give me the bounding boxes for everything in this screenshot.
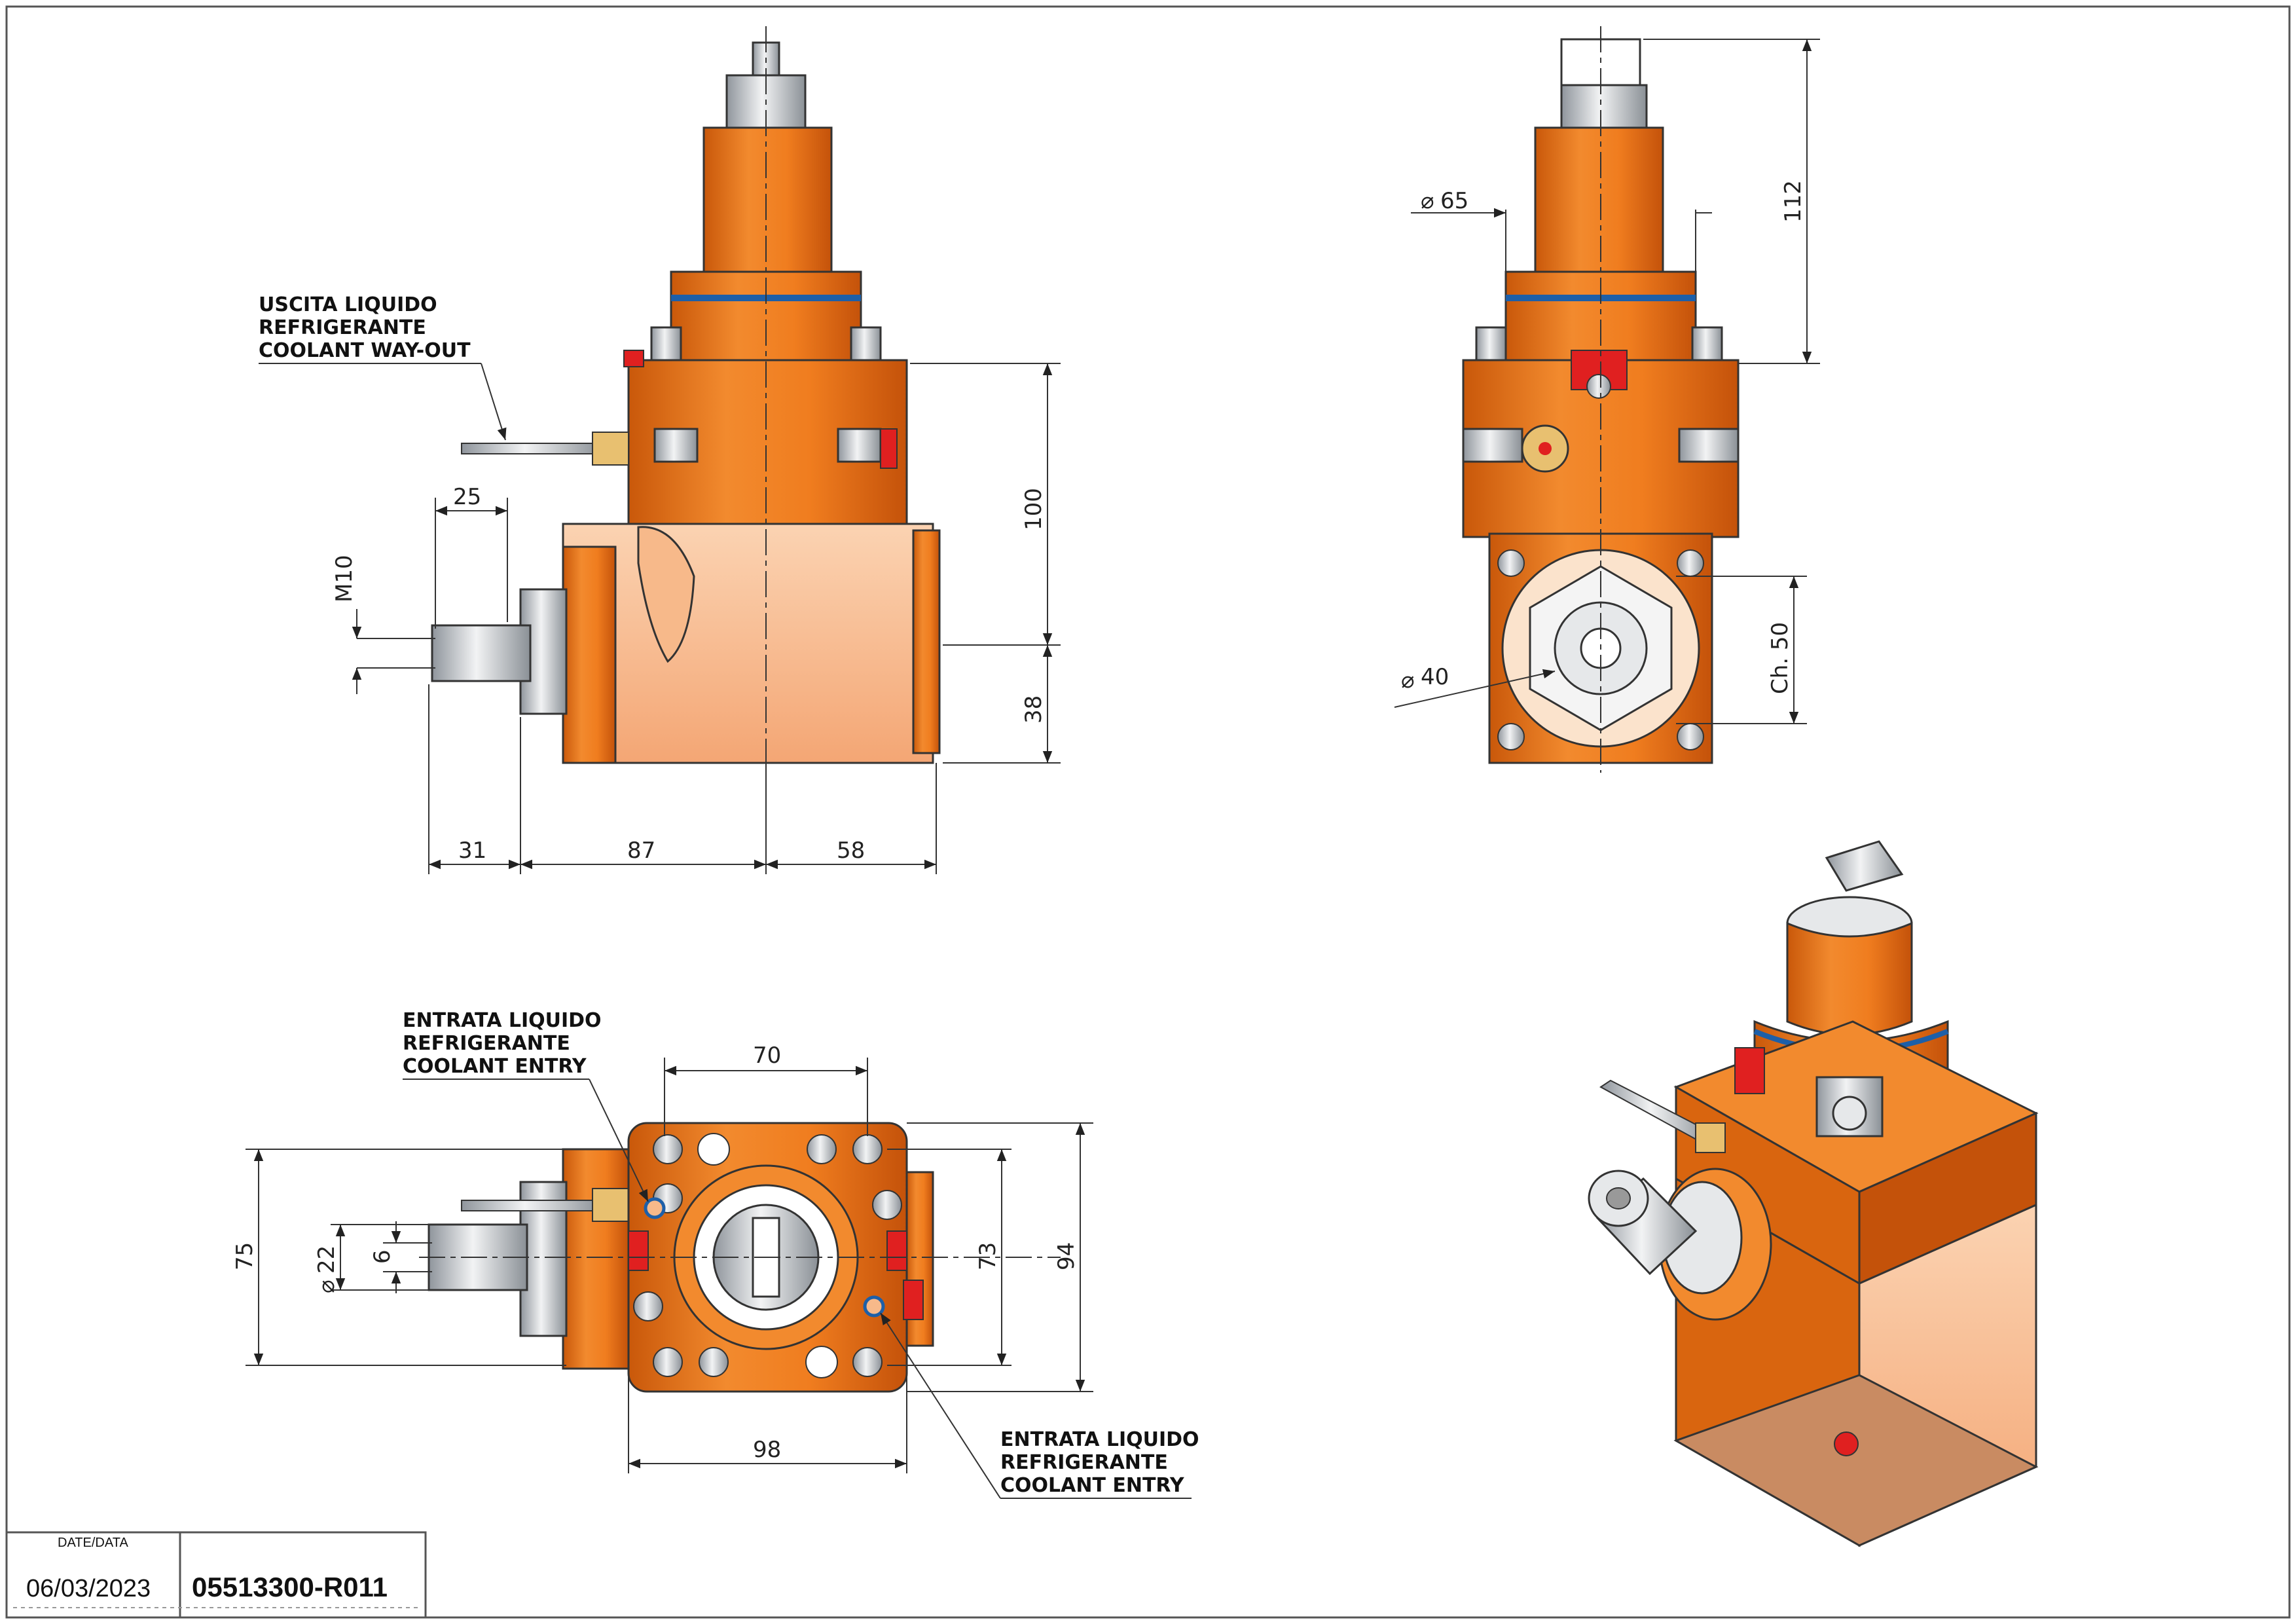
coolant-plug-icon [1734, 1047, 1765, 1094]
front-clamp-right [837, 428, 882, 463]
way-out-label-3: COOLANT WAY-OUT [259, 339, 471, 362]
dim-6: 6 [369, 1249, 395, 1264]
iso-top-shaft [1825, 840, 1904, 892]
dim-73: 73 [975, 1242, 1001, 1270]
hex-socket-screw-icon [852, 1134, 883, 1164]
coolant-entry-port-a [644, 1197, 666, 1219]
dim-87: 87 [627, 838, 655, 864]
dim-25: 25 [453, 484, 481, 510]
dim-98: 98 [753, 1437, 781, 1463]
hex-socket-screw-icon [1586, 374, 1611, 399]
side-top-shaft [1560, 84, 1648, 132]
front-clamp-left [653, 428, 699, 463]
bottom-hole [805, 1346, 838, 1378]
iso-upper-cylinder [1786, 921, 1913, 1036]
hex-socket-screw-icon [1497, 723, 1525, 750]
drawing-code: 05513300-R011 [192, 1572, 388, 1602]
entry-a-label-2: REFRIGERANTE [403, 1032, 570, 1055]
dim-dia40-symbol: ⌀ [1401, 667, 1414, 693]
hex-socket-screw-icon [850, 326, 882, 365]
sheet-border [5, 5, 2291, 1619]
coolant-entry-port-b [863, 1295, 885, 1318]
front-left-flange [562, 545, 617, 764]
front-view [431, 26, 941, 858]
entry-a-label-1: ENTRATA LIQUIDO [403, 1009, 602, 1032]
front-coolant-channel [637, 526, 695, 663]
way-out-label-2: REFRIGERANTE [259, 316, 426, 339]
hex-socket-screw-icon [807, 1134, 837, 1164]
hex-socket-screw-icon [1677, 723, 1704, 750]
coolant-fitting [592, 432, 629, 466]
dim-58: 58 [837, 838, 865, 864]
title-block-frame [5, 1531, 427, 1619]
dim-38: 38 [1021, 695, 1047, 724]
entry-b-label-1: ENTRATA LIQUIDO [1000, 1428, 1199, 1451]
coolant-fitting-core [1539, 442, 1552, 455]
hex-socket-screw-icon [650, 326, 682, 365]
hex-socket-screw-icon [852, 1347, 883, 1377]
bottom-left-flange [562, 1148, 630, 1370]
front-spindle-shaft [431, 624, 532, 682]
coolant-entry-callouts: ENTRATA LIQUIDO REFRIGERANTE COOLANT ENT… [403, 1009, 1199, 1499]
coolant-plug-icon [880, 428, 898, 469]
hex-socket-screw-icon [653, 1347, 683, 1377]
bottom-hole [697, 1133, 730, 1166]
dim-ch50: Ch. 50 [1767, 622, 1793, 694]
front-lower-housing [562, 523, 934, 764]
dim-70: 70 [753, 1043, 781, 1069]
coolant-plug-icon [623, 350, 644, 367]
coolant-fitting [592, 1188, 629, 1222]
date-caption: DATE/DATA [58, 1536, 128, 1550]
dim-31: 31 [458, 838, 486, 864]
hex-socket-screw-icon [1691, 326, 1723, 365]
dim-dia65: 65 [1440, 188, 1468, 214]
side-view [1462, 26, 1740, 773]
coolant-way-out-callout: USCITA LIQUIDO REFRIGERANTE COOLANT WAY-… [259, 293, 507, 441]
dim-75: 75 [232, 1242, 258, 1270]
coolant-plug-icon [886, 1230, 907, 1271]
coolant-plug-icon [1834, 1431, 1859, 1456]
front-dimensions: 25 M10 100 38 31 87 58 [331, 363, 1061, 874]
entry-a-label-3: COOLANT ENTRY [403, 1055, 587, 1078]
dim-dia22-symbol: ⌀ [314, 1280, 340, 1293]
hex-socket-screw-icon [653, 1134, 683, 1164]
hex-socket-screw-icon [699, 1347, 729, 1377]
side-clamp-left [1462, 428, 1523, 463]
hex-socket-screw-icon [1677, 549, 1704, 577]
coolant-plug-icon [628, 1230, 649, 1271]
title-block: DATE/DATA 06/03/2023 05513300-R011 [5, 1531, 427, 1619]
coolant-way-out-pipe [461, 443, 603, 454]
isometric-view [1588, 840, 2039, 1547]
drawing-date: 06/03/2023 [26, 1575, 151, 1602]
coolant-entry-pipe [461, 1200, 603, 1211]
front-right-flange [912, 529, 941, 754]
coolant-fitting [1695, 1122, 1726, 1153]
bottom-dimensions: 70 75 ⌀ 22 6 73 94 98 [232, 1043, 1093, 1473]
hex-socket-screw-icon [872, 1190, 902, 1220]
bottom-view [419, 1122, 1061, 1393]
dim-m10: M10 [331, 555, 357, 602]
dim-dia22: 22 [314, 1246, 340, 1274]
hex-socket-screw-icon [1832, 1096, 1867, 1131]
dim-100: 100 [1021, 488, 1047, 530]
coolant-plug-icon [903, 1280, 924, 1320]
side-clamp-right [1678, 428, 1740, 463]
front-upper-cylinder [702, 126, 833, 276]
dim-94: 94 [1053, 1242, 1080, 1270]
side-dimensions: ⌀ 65 112 Ch. 50 ⌀ 40 [1394, 39, 1820, 724]
entry-b-label-3: COOLANT ENTRY [1000, 1474, 1185, 1497]
way-out-label-1: USCITA LIQUIDO [259, 293, 437, 316]
side-upper-cylinder [1534, 126, 1664, 276]
hex-socket-screw-icon [633, 1291, 663, 1321]
dim-112: 112 [1780, 180, 1806, 223]
dim-dia65-symbol: ⌀ [1421, 188, 1434, 214]
dim-dia40: 40 [1421, 664, 1449, 690]
iso-bottom-face [1673, 1374, 2039, 1547]
entry-b-label-2: REFRIGERANTE [1000, 1451, 1168, 1474]
iso-spindle-bore [1606, 1187, 1631, 1209]
hex-socket-screw-icon [1497, 549, 1525, 577]
hex-socket-screw-icon [1475, 326, 1507, 365]
